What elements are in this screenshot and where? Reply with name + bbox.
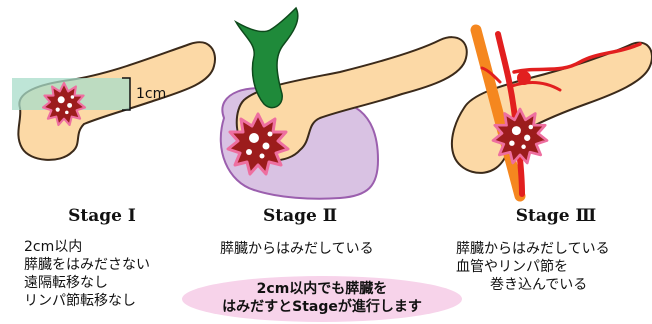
lymph-node bbox=[517, 71, 531, 85]
stage3-title: Stage Ⅲ bbox=[456, 206, 652, 226]
stage1-line: 膵臓をはみださない bbox=[24, 256, 150, 274]
note-line: はみだすとStageが進行します bbox=[182, 298, 462, 316]
note-line: 2cm以内でも膵臓を bbox=[182, 280, 462, 298]
stage1-line: 2cm以内 bbox=[24, 238, 150, 256]
stage1-title: Stage Ⅰ bbox=[2, 206, 202, 226]
stage3-line: 血管やリンパ節を bbox=[456, 258, 610, 276]
stage3-line: 膵臓からはみだしている bbox=[456, 240, 610, 258]
stage3-line: 巻き込んでいる bbox=[456, 276, 610, 294]
size-label: 1cm bbox=[136, 86, 166, 102]
stage2-line: 膵臓からはみだしている bbox=[220, 240, 374, 258]
stage2-title: Stage Ⅱ bbox=[200, 206, 400, 226]
stage2-description: 膵臓からはみだしている bbox=[220, 240, 374, 258]
stage1-line: リンパ節転移なし bbox=[24, 292, 150, 310]
note-text: 2cm以内でも膵臓を はみだすとStageが進行します bbox=[182, 280, 462, 316]
stage3-description: 膵臓からはみだしている 血管やリンパ節を 巻き込んでいる bbox=[456, 240, 610, 294]
stage1-description: 2cm以内 膵臓をはみださない 遠隔転移なし リンパ節転移なし bbox=[24, 238, 150, 310]
stage1-line: 遠隔転移なし bbox=[24, 274, 150, 292]
